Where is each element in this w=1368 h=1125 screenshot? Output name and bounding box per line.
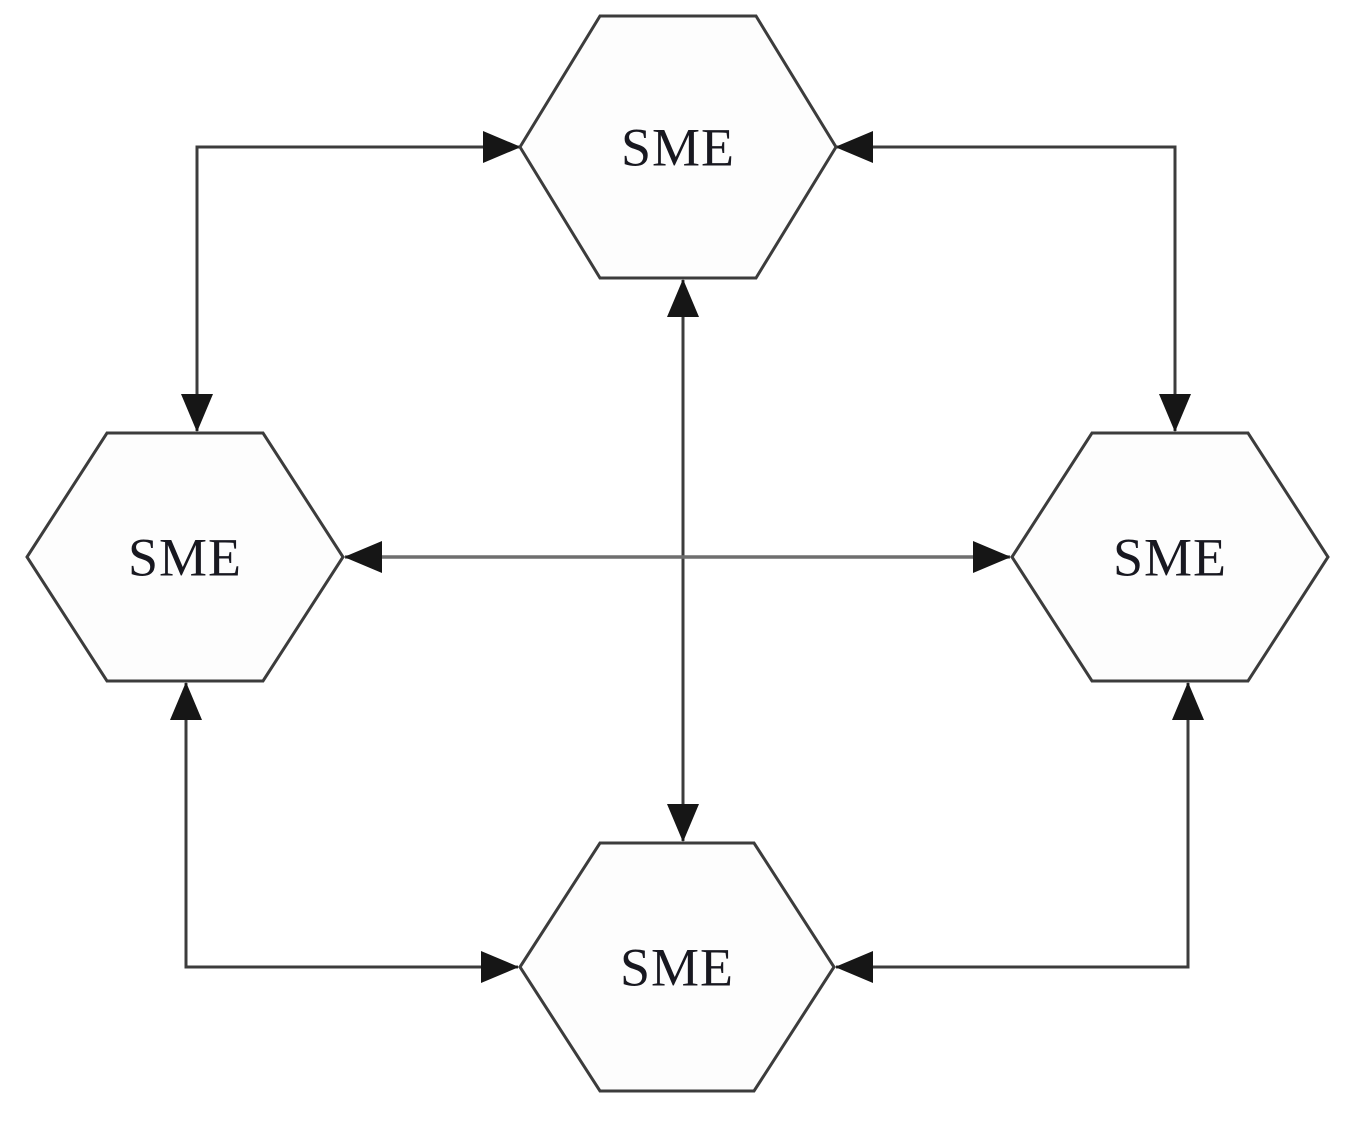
- hexagon-node-top: [518, 14, 838, 280]
- edge-left-bottom: [170, 682, 519, 983]
- node-label-right: SME: [1113, 527, 1227, 587]
- node-label-left: SME: [128, 527, 242, 587]
- hexagon-node-bottom: [518, 841, 836, 1093]
- node-label-bottom: SME: [620, 937, 734, 997]
- node-label-top: SME: [621, 117, 735, 177]
- hexagon-node-left: [25, 431, 345, 683]
- edge-right-bottom: [835, 682, 1204, 983]
- hexagon-node-right: [1010, 431, 1330, 683]
- edge-right-top: [835, 131, 1191, 432]
- edge-left-top: [181, 131, 521, 432]
